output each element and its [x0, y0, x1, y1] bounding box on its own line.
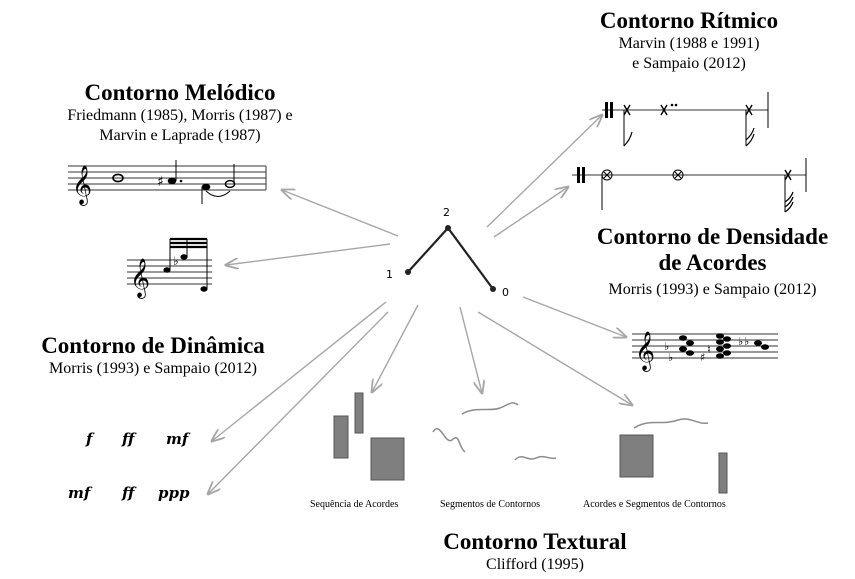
contour-point [445, 225, 451, 231]
contour-label-2: 2 [443, 206, 450, 219]
treble-clef-icon: 𝄞 [635, 331, 655, 372]
flat-icon: ♭ [668, 351, 673, 364]
arrow-dynamic-1 [212, 301, 387, 441]
melodic-title: Contorno Melódico [84, 80, 276, 105]
rhythmic-title: Contorno Rítmico [599, 8, 779, 33]
density-section: Contorno de Densidade de Acordes Morris … [570, 224, 855, 300]
arrow-melodic-2 [226, 243, 391, 265]
contour-segment [514, 455, 557, 461]
chord-block [718, 452, 728, 494]
flat-icon: ♭ [173, 254, 179, 268]
contour-segment [461, 402, 519, 415]
natural-icon: ♮ [707, 343, 711, 356]
note-16th [200, 286, 208, 292]
flat-icon: ♭ [744, 335, 749, 348]
rhythmic-section: Contorno Rítmico Marvin (1988 e 1991) e … [548, 8, 830, 74]
chord-block [333, 415, 349, 459]
textural-caption-1: Sequência de Acordes [310, 499, 399, 510]
dynamic-mark: ff [122, 430, 135, 448]
textural-credit: Clifford (1995) [486, 556, 584, 573]
chord-1 [679, 335, 694, 356]
dynamic-section: Contorno de Dinâmica Morris (1993) e Sam… [8, 333, 298, 379]
density-credit: Morris (1993) e Sampaio (2012) [608, 281, 817, 298]
flat-icon: ♭ [738, 335, 743, 348]
note-16th [163, 267, 171, 273]
chord-block [354, 392, 364, 434]
treble-clef-icon: 𝄞 [130, 258, 150, 299]
textural-caption-2: Segmentos de Contornos [440, 499, 540, 510]
dynamic-mark: mf [68, 484, 91, 502]
density-title-1: Contorno de Densidade [596, 224, 829, 249]
contour-point [490, 286, 496, 292]
dynamic-mark: ppp [158, 484, 190, 502]
arrow-rhythmic-1 [486, 115, 602, 228]
arrow-dynamic-2 [208, 311, 389, 494]
contour-segment [432, 428, 466, 453]
rhythmic-credit-1: Marvin (1988 e 1991) [618, 35, 760, 52]
note-eighth [201, 183, 211, 191]
density-title-2: de Acordes [658, 250, 767, 275]
sharp-icon: ♯ [157, 174, 164, 190]
melodic-section: Contorno Melódico Friedmann (1985), Morr… [10, 80, 350, 146]
textural-section: Contorno Textural Clifford (1995) [380, 529, 690, 575]
chord-block [370, 437, 405, 481]
melodic-credit-1: Friedmann (1985), Morris (1987) e [67, 107, 293, 124]
tie [205, 190, 231, 197]
arrow-rhythmic-2 [493, 187, 568, 238]
melodic-credit-2: Marvin e Laprade (1987) [99, 127, 261, 144]
arrow-textural-1 [372, 304, 419, 392]
textural-caption-3: Acordes e Segmentos de Contornos [583, 499, 726, 510]
rhythmic-credit-2: e Sampaio (2012) [632, 55, 746, 72]
dynamic-mark: mf [166, 430, 189, 448]
arrow-melodic-1 [282, 190, 399, 237]
note-16th [180, 254, 188, 260]
dynamic-mark: f [86, 430, 93, 448]
contour-label-1: 1 [386, 268, 393, 281]
dynamic-credit: Morris (1993) e Sampaio (2012) [49, 360, 257, 377]
contour-point [405, 269, 411, 275]
contour-label-0: 0 [502, 286, 509, 299]
dynamic-title: Contorno de Dinâmica [41, 333, 265, 358]
note-half [224, 179, 236, 189]
arrow-textural-2 [459, 306, 482, 393]
arrow-textural-3 [477, 311, 632, 405]
sharp-icon: ♯ [700, 351, 705, 364]
melodic-staff-1 [68, 165, 267, 191]
textural-title: Contorno Textural [443, 529, 627, 554]
contour-segment [633, 418, 709, 429]
dynamic-mark: ff [122, 484, 135, 502]
chord-2 [716, 333, 731, 359]
arrow-density [522, 296, 626, 337]
note-dotted-quarter [167, 177, 177, 185]
chord-block [619, 434, 654, 478]
note-whole [112, 173, 124, 183]
flat-icon: ♭ [664, 340, 669, 353]
chord-3 [754, 340, 769, 350]
treble-clef-icon: 𝄞 [72, 165, 92, 206]
